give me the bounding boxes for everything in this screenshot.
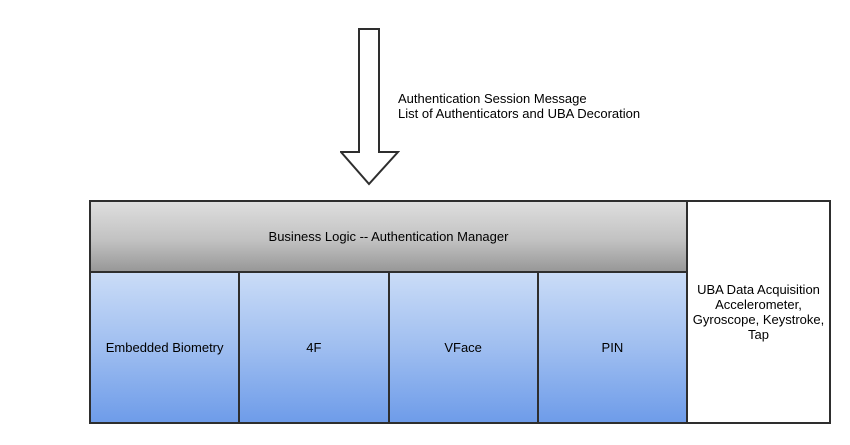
- uba-box-line-2: Accelerometer,: [715, 297, 802, 312]
- authenticator-label: 4F: [306, 340, 322, 355]
- business-logic-header: Business Logic -- Authentication Manager: [91, 202, 686, 273]
- authenticator-embedded-biometry: Embedded Biometry: [91, 273, 239, 422]
- annotation-line-2: List of Authenticators and UBA Decoratio…: [398, 106, 641, 121]
- authenticators-row: Embedded Biometry 4F VFace PIN: [91, 273, 686, 422]
- uba-box-line-3: Gyroscope, Keystroke,: [692, 312, 825, 327]
- authentication-manager-block: Business Logic -- Authentication Manager…: [89, 200, 688, 424]
- authenticator-label: PIN: [601, 340, 624, 355]
- authenticator-label: Embedded Biometry: [105, 340, 224, 355]
- uba-box-line-4: Tap: [748, 327, 769, 342]
- down-arrow-icon: [340, 28, 400, 186]
- arrow-annotation: Authentication Session Message List of A…: [398, 91, 640, 121]
- authenticator-vface: VFace: [387, 273, 537, 422]
- authenticator-4f: 4F: [238, 273, 388, 422]
- authenticator-pin: PIN: [536, 273, 686, 422]
- business-logic-header-label: Business Logic -- Authentication Manager: [268, 229, 509, 244]
- uba-data-acquisition-box: UBA Data Acquisition Accelerometer, Gyro…: [686, 200, 831, 424]
- authenticator-label: VFace: [444, 340, 482, 355]
- annotation-line-1: Authentication Session Message: [398, 91, 587, 106]
- uba-box-line-1: UBA Data Acquisition: [697, 282, 820, 297]
